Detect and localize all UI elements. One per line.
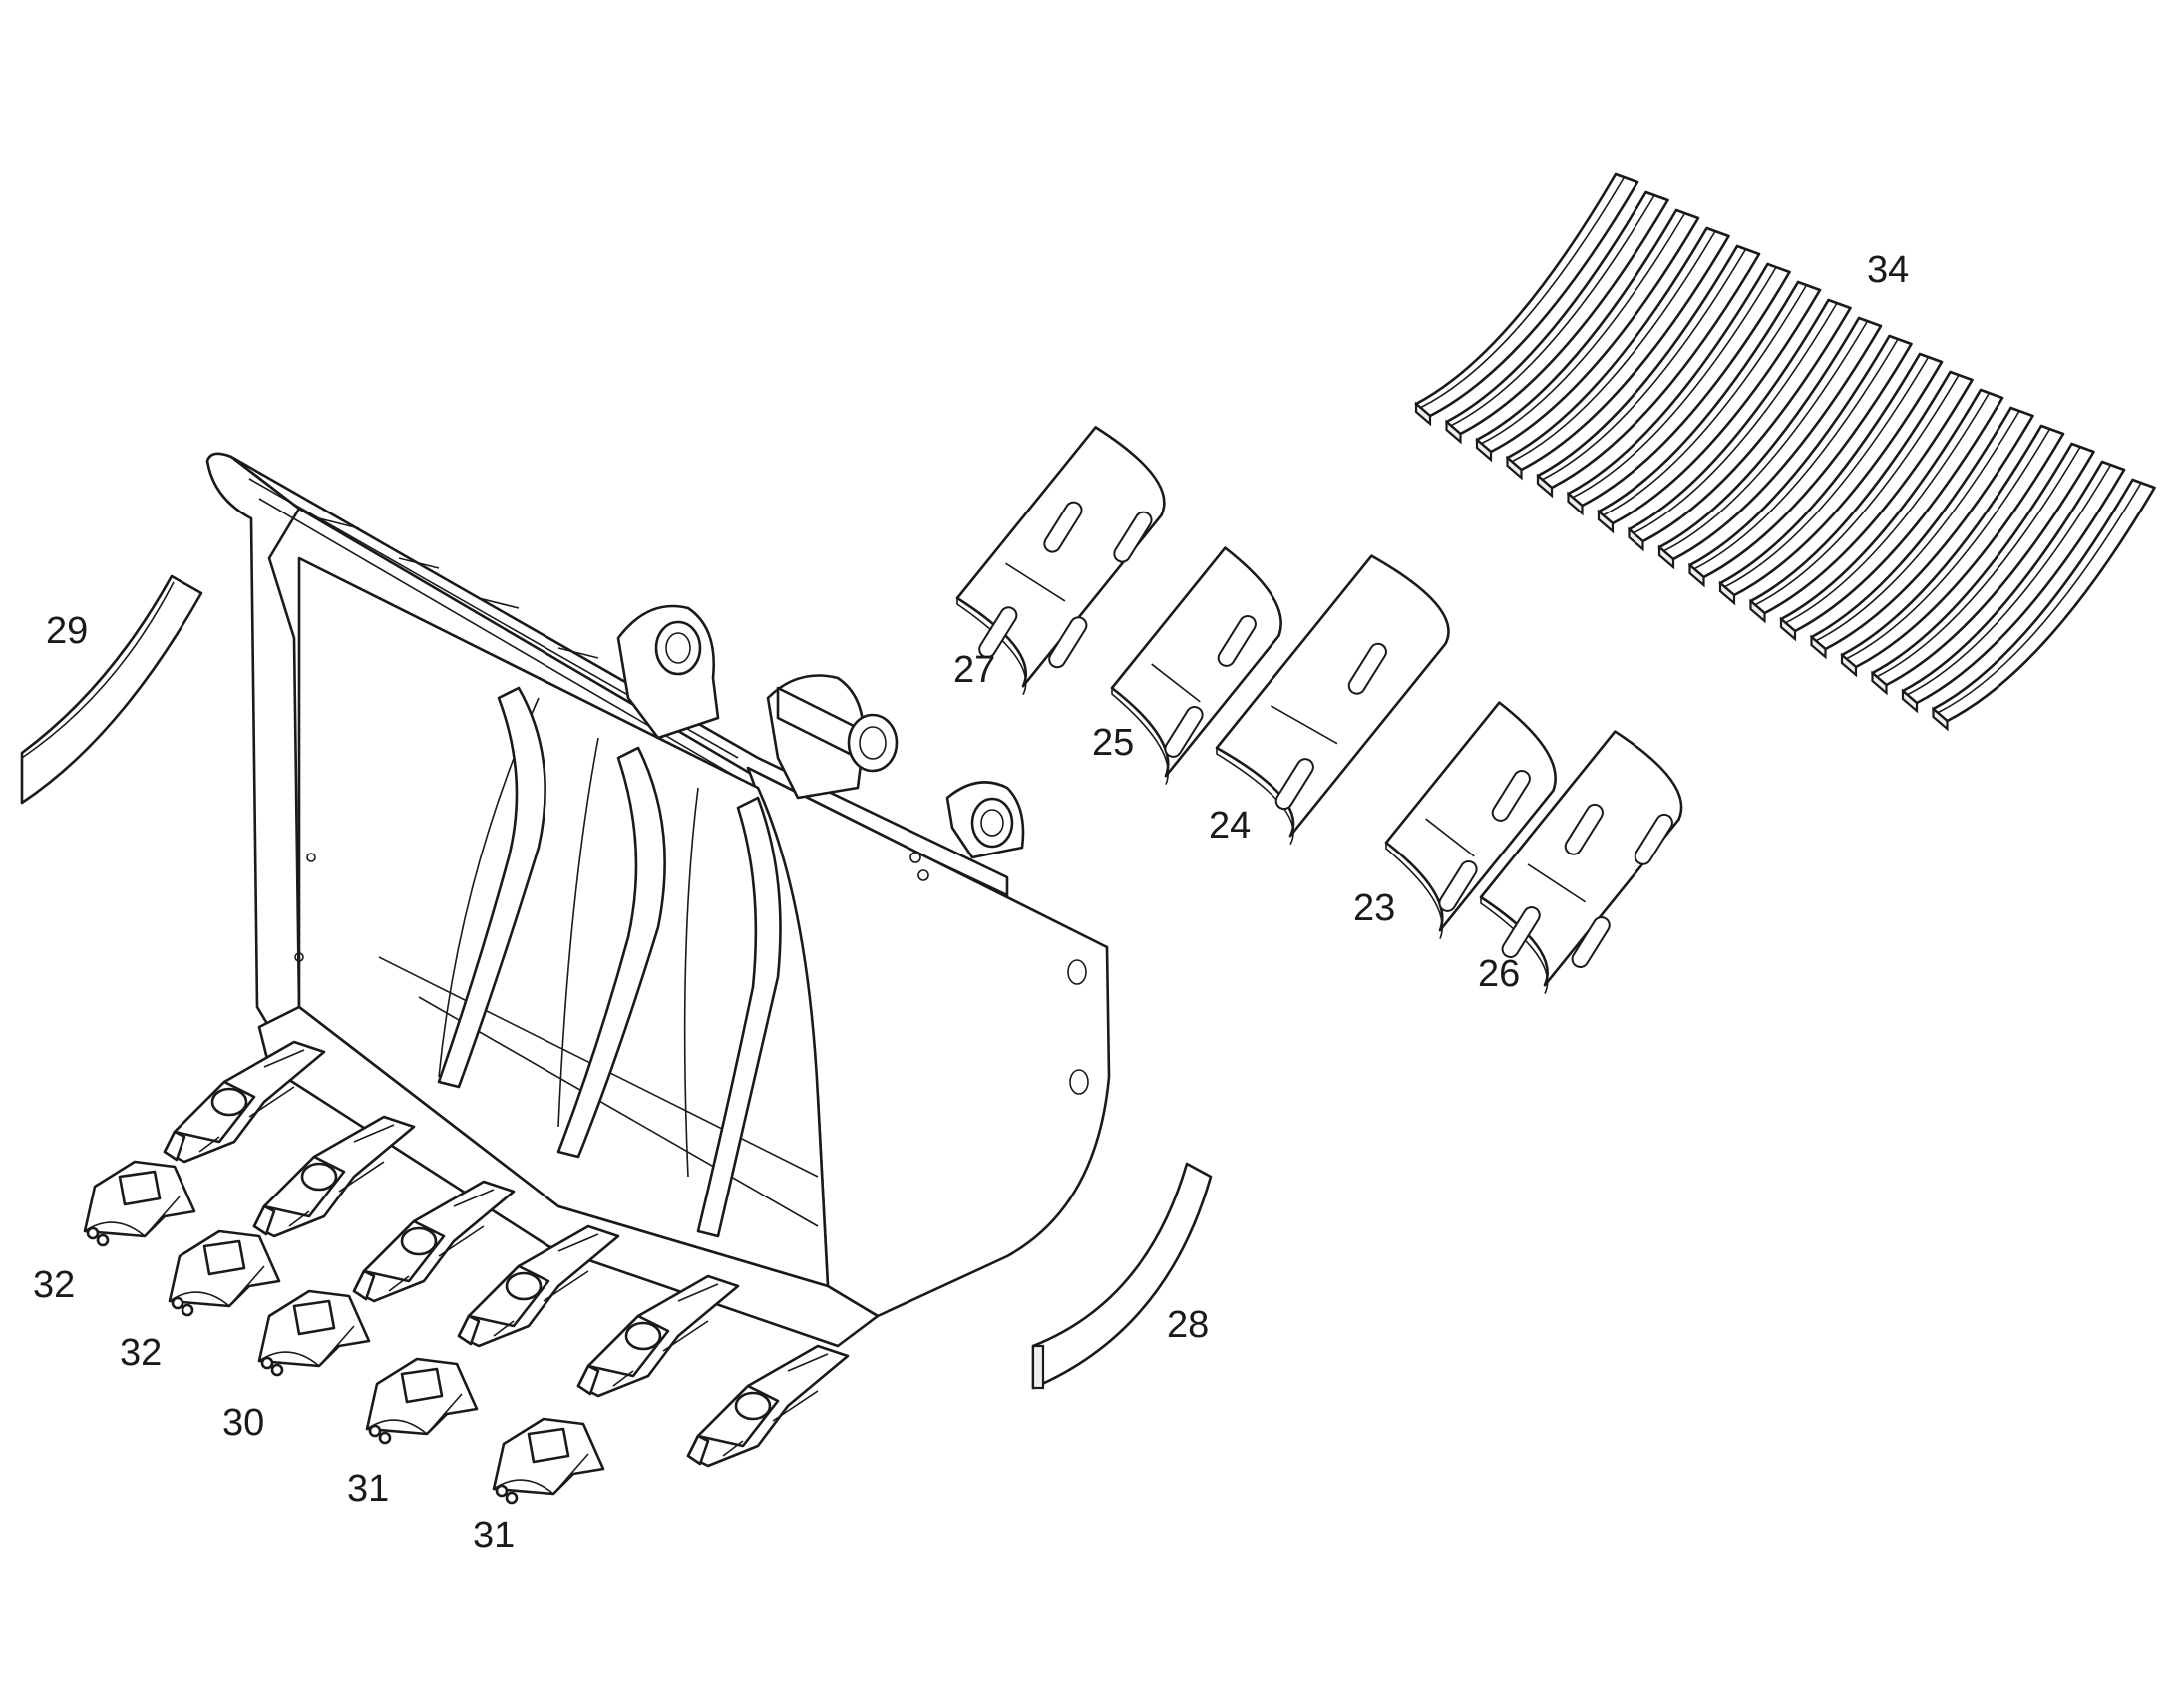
mounting-bracket (616, 604, 1025, 859)
wear-bar-34-13 (1779, 388, 2004, 642)
tooth-tip-32-upper (83, 1160, 196, 1247)
callout-30: 30 (222, 1402, 265, 1444)
wear-bar-34-2 (1445, 190, 1669, 445)
tooth-tip-32-lower (168, 1229, 281, 1317)
tooth-tip-30 (257, 1289, 371, 1377)
wear-bar-34-14 (1810, 406, 2034, 660)
bucket-rib-1 (437, 686, 546, 1089)
wear-plate-24 (1215, 554, 1450, 845)
wear-plate-27 (955, 426, 1166, 695)
callout-31-upper: 31 (347, 1468, 390, 1510)
bucket-teeth (163, 1040, 850, 1468)
wear-bar-34-11 (1718, 352, 1944, 606)
wear-bar-34-17 (1901, 460, 2126, 714)
wear-bar-34-4 (1506, 226, 1730, 481)
callout-28: 28 (1167, 1304, 1210, 1346)
callout-24: 24 (1209, 805, 1252, 847)
loose-tooth-tips (83, 1160, 605, 1505)
callout-32-upper: 32 (33, 1264, 76, 1306)
bucket-left-side-plate (205, 452, 301, 1029)
wear-bar-34-15 (1840, 424, 2065, 678)
tooth-tip-31-lower (492, 1417, 605, 1505)
bucket-tooth-6 (686, 1344, 850, 1468)
wear-bar-34-16 (1871, 442, 2095, 696)
wear-bar-34-3 (1475, 208, 1700, 463)
wear-bar-34-10 (1688, 334, 1913, 588)
wear-bar-34-7 (1597, 280, 1822, 534)
tooth-tip-31-upper (365, 1357, 479, 1445)
callout-27: 27 (953, 649, 996, 691)
bucket-tooth-4 (457, 1224, 620, 1348)
callout-32-lower: 32 (120, 1332, 163, 1374)
callout-34: 34 (1867, 249, 1910, 291)
callout-25: 25 (1092, 722, 1135, 764)
bucket-inner-bowl (297, 556, 830, 1288)
bucket-tooth-2 (252, 1115, 416, 1238)
wear-bar-34-1 (1414, 172, 1639, 427)
callout-29: 29 (46, 610, 89, 652)
bucket-rib-3 (696, 796, 782, 1238)
wear-bars-34 (1414, 172, 2156, 732)
callout-26: 26 (1478, 953, 1521, 995)
bucket-assembly (205, 452, 1111, 1348)
wear-strip-29 (20, 574, 203, 805)
wear-bar-34-18 (1932, 478, 2156, 732)
bucket-cutting-edge (257, 1005, 880, 1348)
wear-bar-34-9 (1657, 316, 1883, 570)
bucket-tooth-3 (352, 1180, 516, 1303)
wear-plate-26 (1479, 730, 1683, 994)
wear-strip-28 (1031, 1162, 1213, 1390)
wear-plate-23 (1384, 701, 1557, 939)
bucket-rib-2 (556, 746, 666, 1159)
bucket-tooth-1 (163, 1040, 326, 1164)
wear-plate-25 (1110, 546, 1282, 785)
wear-plates (955, 426, 1683, 994)
bucket-tooth-5 (576, 1274, 740, 1398)
callout-23: 23 (1353, 887, 1396, 929)
wear-bar-34-8 (1628, 298, 1852, 552)
wear-bar-34-12 (1749, 370, 1974, 624)
wear-bar-34-6 (1567, 262, 1791, 516)
callout-31-lower: 31 (473, 1515, 516, 1556)
wear-bar-34-5 (1536, 244, 1761, 499)
